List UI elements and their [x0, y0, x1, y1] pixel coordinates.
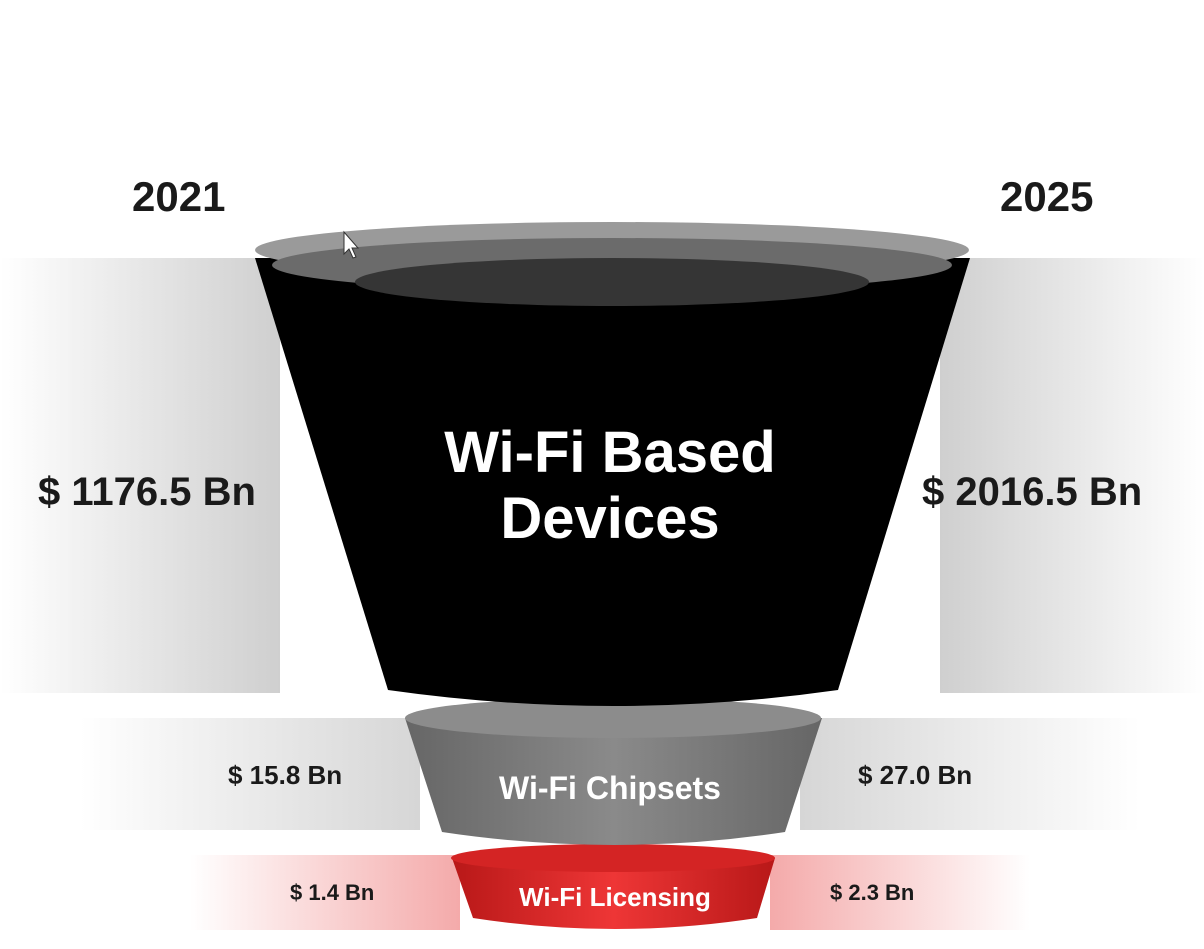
devices-title: Wi-Fi Based Devices — [370, 420, 850, 552]
devices-rim-inner — [355, 258, 869, 306]
licensing-value-2025: $ 2.3 Bn — [830, 880, 915, 905]
year-2025-label: 2025 — [1000, 173, 1094, 220]
cursor-icon — [343, 230, 360, 259]
chipsets-cup — [405, 718, 822, 845]
devices-value-2021: $ 1176.5 Bn — [38, 470, 256, 514]
year-2021-label: 2021 — [132, 173, 226, 220]
band-left-chipsets — [80, 718, 420, 830]
licensing-value-2021: $ 1.4 Bn — [290, 880, 375, 905]
licensing-rim — [451, 844, 775, 872]
band-left-licensing — [190, 855, 460, 930]
band-right-chipsets — [800, 718, 1140, 830]
chipsets-title: Wi-Fi Chipsets — [499, 770, 721, 806]
licensing-cup — [452, 858, 775, 929]
band-left-devices — [0, 258, 280, 693]
band-right-licensing — [770, 855, 1030, 930]
band-right-devices — [940, 258, 1204, 693]
chipsets-value-2025: $ 27.0 Bn — [858, 760, 973, 790]
devices-title-line2: Devices — [500, 486, 720, 551]
chipsets-value-2021: $ 15.8 Bn — [228, 760, 343, 790]
devices-title-line1: Wi-Fi Based — [444, 420, 776, 485]
devices-funnel — [255, 258, 970, 706]
devices-value-2025: $ 2016.5 Bn — [922, 470, 1143, 514]
licensing-title: Wi-Fi Licensing — [519, 882, 711, 912]
chipsets-rim — [405, 698, 821, 738]
